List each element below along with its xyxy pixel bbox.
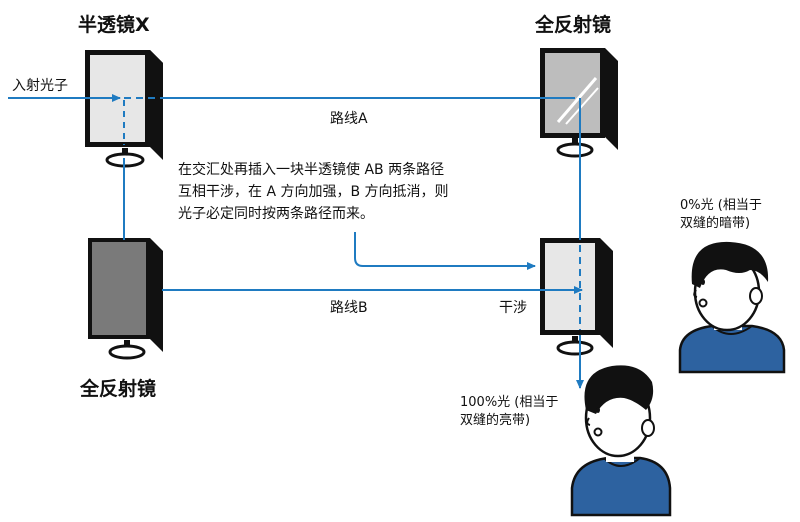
- observer-dark-band: [678, 241, 786, 374]
- full-light-line-1: 100%光 (相当于: [460, 395, 559, 410]
- incident-photon-label: 入射光子: [12, 78, 68, 94]
- full-light-line-2: 双缝的亮带): [460, 413, 531, 428]
- note-line-2: 互相干涉，在 A 方向加强，B 方向抵消，则: [178, 184, 449, 200]
- note-line-1: 在交汇处再插入一块半透镜使 AB 两条路径: [178, 162, 445, 178]
- full-mirror-top-label: 全反射镜: [535, 14, 612, 36]
- path-a-label: 路线A: [330, 111, 368, 127]
- interference-label: 干涉: [499, 300, 527, 316]
- note-line-3: 光子必定同时按两条路径而来。: [178, 206, 374, 222]
- full-mirror-bottom: [88, 238, 163, 360]
- half-mirror-x: [85, 50, 163, 168]
- observer-bright-band: [570, 365, 672, 517]
- full-mirror-bottom-label: 全反射镜: [80, 378, 157, 400]
- half-mirror-interference: [540, 238, 613, 356]
- full-mirror-top: [540, 48, 618, 158]
- half-mirror-x-label: 半透镜X: [78, 14, 150, 36]
- beam-paths: [8, 94, 584, 389]
- note-pointer-arrow: [354, 232, 536, 270]
- zero-light-line-2: 双缝的暗带): [680, 216, 751, 231]
- path-b-label: 路线B: [330, 300, 368, 316]
- zero-light-line-1: 0%光 (相当于: [680, 198, 762, 213]
